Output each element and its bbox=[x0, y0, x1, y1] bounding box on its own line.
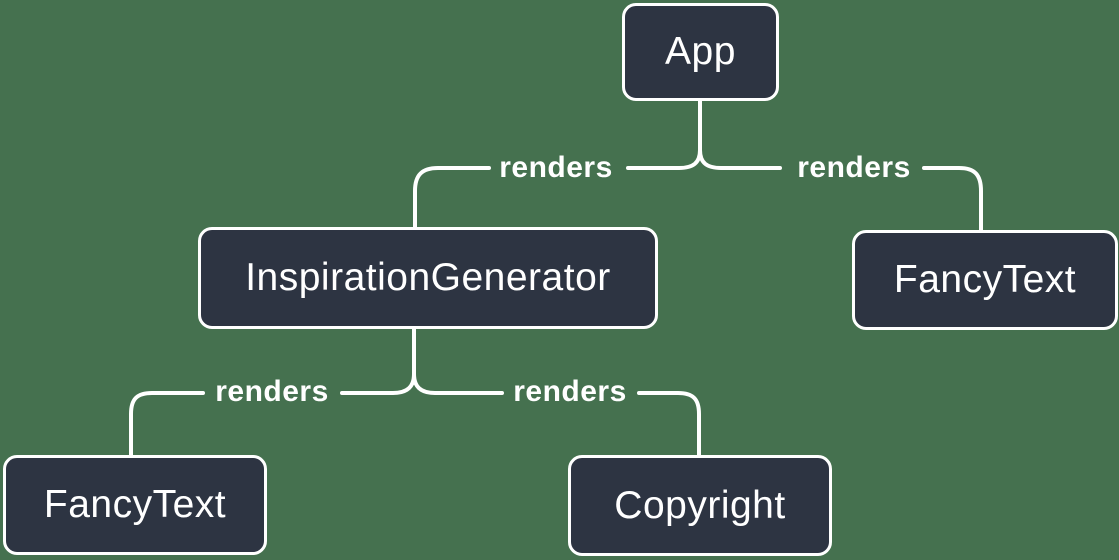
edge-to-copyright bbox=[637, 391, 701, 458]
node-copyright-label: Copyright bbox=[614, 483, 786, 527]
edge-to-fancy-text-top bbox=[922, 166, 983, 233]
node-inspiration-generator-label: InspirationGenerator bbox=[245, 256, 611, 299]
node-copyright: Copyright bbox=[568, 455, 832, 556]
edge-ig-branch-right bbox=[412, 372, 504, 395]
edge-ig-stem-left bbox=[340, 326, 416, 395]
node-inspiration-generator: InspirationGenerator bbox=[198, 227, 658, 329]
edge-to-inspiration-generator bbox=[413, 166, 491, 230]
node-app: App bbox=[622, 3, 779, 101]
edge-to-fancy-text-bottom bbox=[129, 391, 205, 458]
node-fancy-text-bottom-label: FancyText bbox=[43, 483, 227, 526]
edge-label-ig-fancy-text: renders bbox=[215, 375, 329, 408]
node-fancy-text-top-label: FancyText bbox=[893, 258, 1077, 301]
edge-label-app-inspiration-generator: renders bbox=[499, 151, 613, 184]
node-app-label: App bbox=[665, 30, 736, 73]
edge-app-branch-right bbox=[698, 148, 782, 170]
node-fancy-text-top: FancyText bbox=[852, 230, 1118, 330]
edge-app-stem-left bbox=[626, 99, 702, 170]
edge-label-app-fancy-text: renders bbox=[797, 151, 911, 184]
edge-label-ig-copyright: renders bbox=[513, 375, 627, 408]
node-fancy-text-bottom: FancyText bbox=[3, 455, 267, 555]
